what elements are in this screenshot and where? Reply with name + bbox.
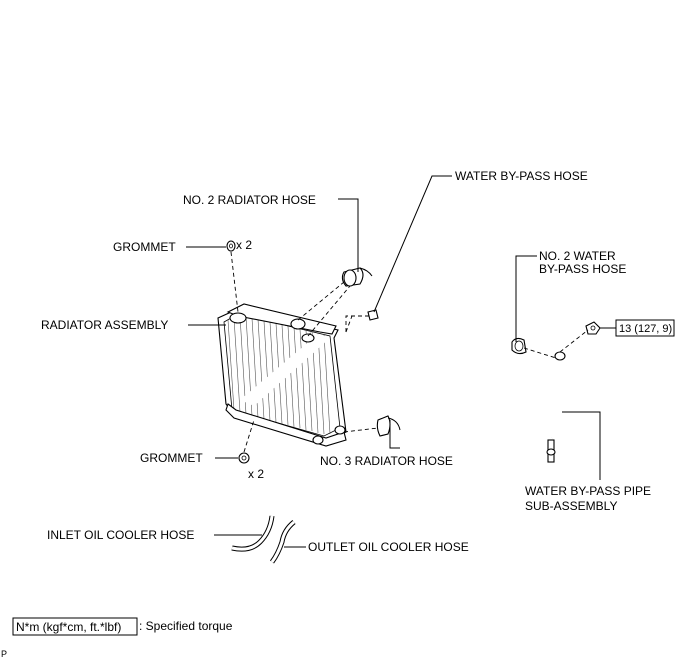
label-grommet-top: GROMMET: [113, 240, 176, 254]
label-inlet-oil-cooler-hose: INLET OIL COOLER HOSE: [47, 528, 194, 542]
label-radiator-assembly: RADIATOR ASSEMBLY: [41, 318, 168, 332]
water-bypass-pipe-part: [546, 351, 568, 463]
label-no2-water-bypass-hose-line1: NO. 2 WATER: [539, 249, 616, 263]
grommet-bottom-part: [238, 452, 250, 464]
label-water-bypass-hose: WATER BY-PASS HOSE: [455, 169, 588, 183]
legend-unit-box: N*m (kgf*cm, ft.*lbf): [16, 620, 121, 634]
radiator-assembly: [217, 303, 347, 447]
leader-lines: [186, 175, 616, 548]
label-no2-radiator-hose: NO. 2 RADIATOR HOSE: [183, 193, 316, 207]
label-no2-water-bypass-hose-line2: BY-PASS HOSE: [539, 262, 626, 276]
no2-water-bypass-hose-part: [511, 337, 527, 355]
legend-description: : Specified torque: [139, 619, 233, 633]
torque-legend: N*m (kgf*cm, ft.*lbf) : Specified torque: [12, 617, 233, 636]
no2-radiator-hose-part: [341, 267, 373, 287]
grommet-top-part: [226, 240, 236, 252]
label-no3-radiator-hose: NO. 3 RADIATOR HOSE: [320, 454, 453, 468]
inlet-oil-cooler-hose-part: [231, 515, 275, 552]
outlet-oil-cooler-hose-part: [269, 520, 296, 564]
label-qty-top: x 2: [236, 238, 252, 252]
no3-radiator-hose-part: [376, 415, 401, 437]
footer-code: P: [1, 649, 7, 659]
torque-value: 13 (127, 9): [619, 323, 672, 335]
label-qty-bottom: x 2: [248, 467, 264, 481]
alignment-lines: [230, 251, 589, 453]
water-bypass-hose-part: [367, 309, 379, 321]
bolt-part: [585, 321, 601, 335]
label-outlet-oil-cooler-hose: OUTLET OIL COOLER HOSE: [308, 540, 469, 554]
label-water-bypass-pipe-line2: SUB-ASSEMBLY: [525, 499, 617, 513]
torque-spec-box: 13 (127, 9): [615, 319, 675, 337]
label-water-bypass-pipe-line1: WATER BY-PASS PIPE: [525, 484, 651, 498]
label-grommet-bottom: GROMMET: [140, 451, 203, 465]
